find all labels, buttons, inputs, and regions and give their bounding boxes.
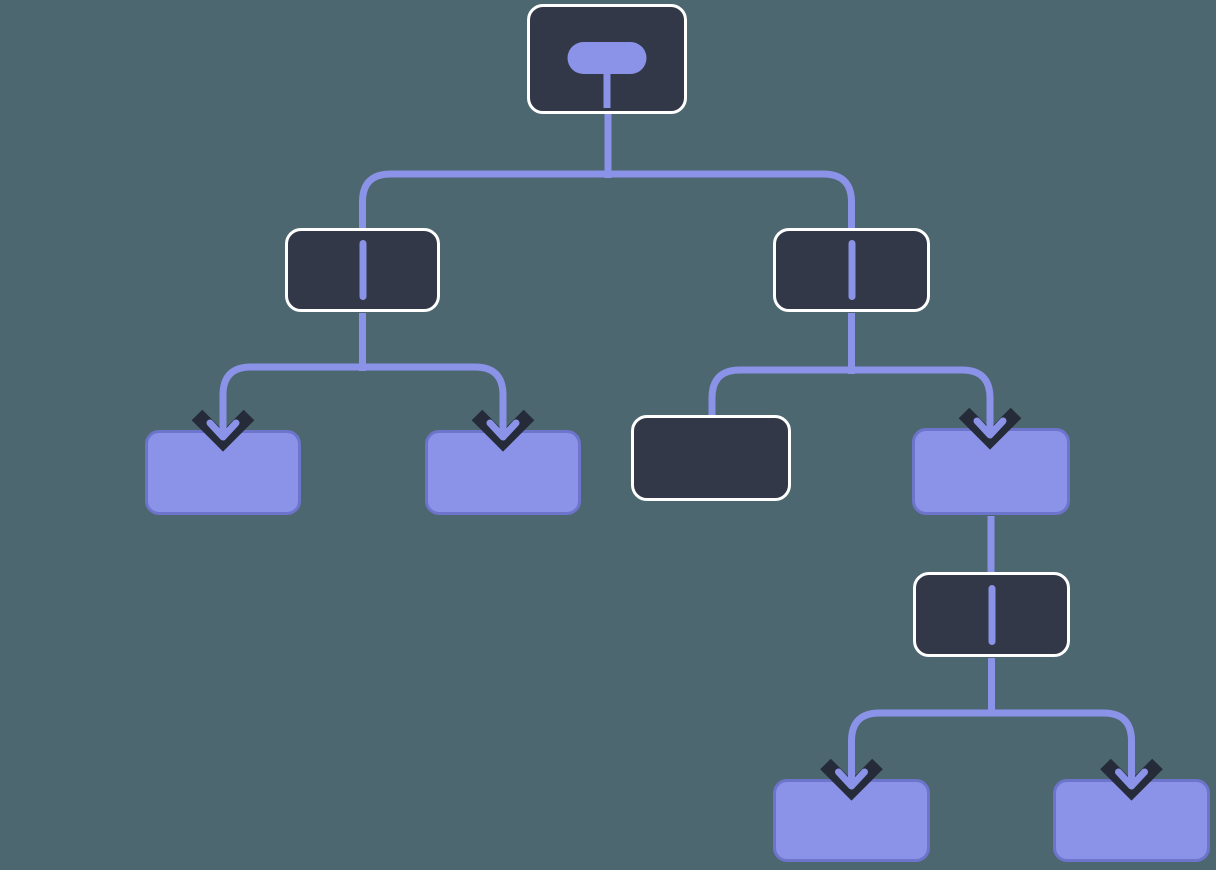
arrow-leaf-4-arrowhead-icon bbox=[835, 768, 868, 790]
decision-node-bottom bbox=[913, 572, 1070, 657]
edge-rail-bottom bbox=[848, 709, 1135, 759]
decision-node-right bbox=[773, 228, 930, 312]
pill-icon bbox=[567, 42, 647, 74]
divider-bar-icon bbox=[988, 584, 995, 645]
divider-bar-icon bbox=[848, 240, 855, 300]
arrow-leaf-5-arrowhead-icon bbox=[1115, 768, 1148, 790]
arrow-leaf-5-chevron-down-icon bbox=[1100, 758, 1163, 801]
edge-rail-right bbox=[708, 366, 994, 416]
arrow-leaf-2-chevron-down-icon bbox=[471, 409, 535, 452]
arrow-leaf-3-arrowhead-icon bbox=[973, 417, 1007, 439]
arrow-leaf-1-chevron-down-icon bbox=[191, 409, 255, 452]
pill-stem bbox=[603, 59, 611, 108]
arrow-leaf-1-arrowhead-icon bbox=[206, 419, 240, 441]
arrow-leaf-3-chevron-down-icon bbox=[958, 407, 1022, 450]
root-node bbox=[527, 4, 687, 114]
process-node-empty bbox=[631, 415, 791, 501]
decision-node-left bbox=[285, 228, 440, 312]
edge-rail-left bbox=[219, 363, 507, 410]
arrow-leaf-2-arrowhead-icon bbox=[486, 419, 520, 441]
arrow-leaf-4-chevron-down-icon bbox=[820, 758, 883, 801]
edge-rail-level1 bbox=[359, 170, 855, 229]
divider-bar-icon bbox=[359, 240, 366, 300]
